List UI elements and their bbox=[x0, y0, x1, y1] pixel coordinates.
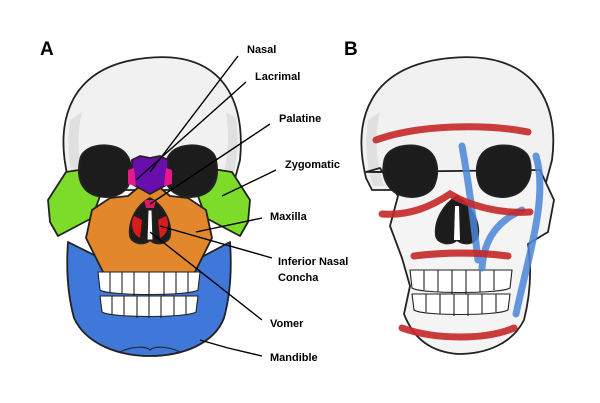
label-nasal: Nasal bbox=[247, 44, 276, 56]
leader-zygomatic bbox=[221, 169, 277, 197]
leader-nasal bbox=[149, 55, 239, 173]
orbit-right-a bbox=[163, 144, 218, 198]
panel-a: A bbox=[40, 39, 348, 364]
label-maxilla: Maxilla bbox=[270, 211, 308, 223]
vomer-bone bbox=[146, 209, 154, 241]
leader-palatine bbox=[149, 123, 271, 205]
leader-inferior-nasal-concha bbox=[159, 225, 273, 259]
lacrimal-left bbox=[128, 168, 136, 186]
orbit-left-b bbox=[382, 144, 439, 198]
leader-mandible bbox=[199, 339, 263, 357]
cranium-shading-a bbox=[68, 112, 86, 186]
leader-vomer bbox=[149, 231, 263, 321]
panel-b-letter: B bbox=[344, 39, 358, 60]
label-zygomatic: Zygomatic bbox=[285, 159, 340, 171]
horizontal-buttress-orbital bbox=[378, 189, 534, 218]
orbit-left-a bbox=[78, 144, 133, 198]
label-inferior-nasal-concha-line2: Concha bbox=[278, 272, 319, 284]
mandible-notch bbox=[119, 346, 181, 353]
horizontal-buttress-frontal bbox=[372, 123, 532, 144]
horizontal-buttresses bbox=[372, 123, 534, 341]
leader-maxilla bbox=[195, 217, 263, 233]
teeth-b bbox=[409, 269, 513, 316]
label-vomer: Vomer bbox=[270, 318, 304, 330]
label-lacrimal: Lacrimal bbox=[255, 71, 300, 83]
panel-a-letter: A bbox=[40, 39, 54, 60]
cranium-shading-right-a bbox=[220, 112, 238, 186]
horizontal-buttress-palatal bbox=[410, 249, 512, 260]
label-mandible: Mandible bbox=[270, 352, 318, 364]
orbit-right-b bbox=[475, 144, 532, 198]
panel-b: B bbox=[344, 39, 555, 355]
label-palatine: Palatine bbox=[279, 113, 321, 125]
lower-teeth bbox=[99, 295, 199, 318]
leader-lacrimal bbox=[135, 81, 247, 181]
nasal-bone bbox=[131, 155, 169, 195]
upper-teeth bbox=[97, 271, 201, 296]
horizontal-buttress-mandibular bbox=[398, 324, 518, 341]
inferior-concha-left bbox=[132, 216, 142, 238]
lacrimal-right bbox=[164, 168, 172, 186]
cranium-shading-b bbox=[366, 112, 384, 186]
label-inferior-nasal-concha-line1: Inferior Nasal bbox=[278, 256, 348, 268]
vertical-buttress-pterygomaxillary bbox=[512, 152, 544, 318]
septum-b bbox=[454, 206, 460, 240]
